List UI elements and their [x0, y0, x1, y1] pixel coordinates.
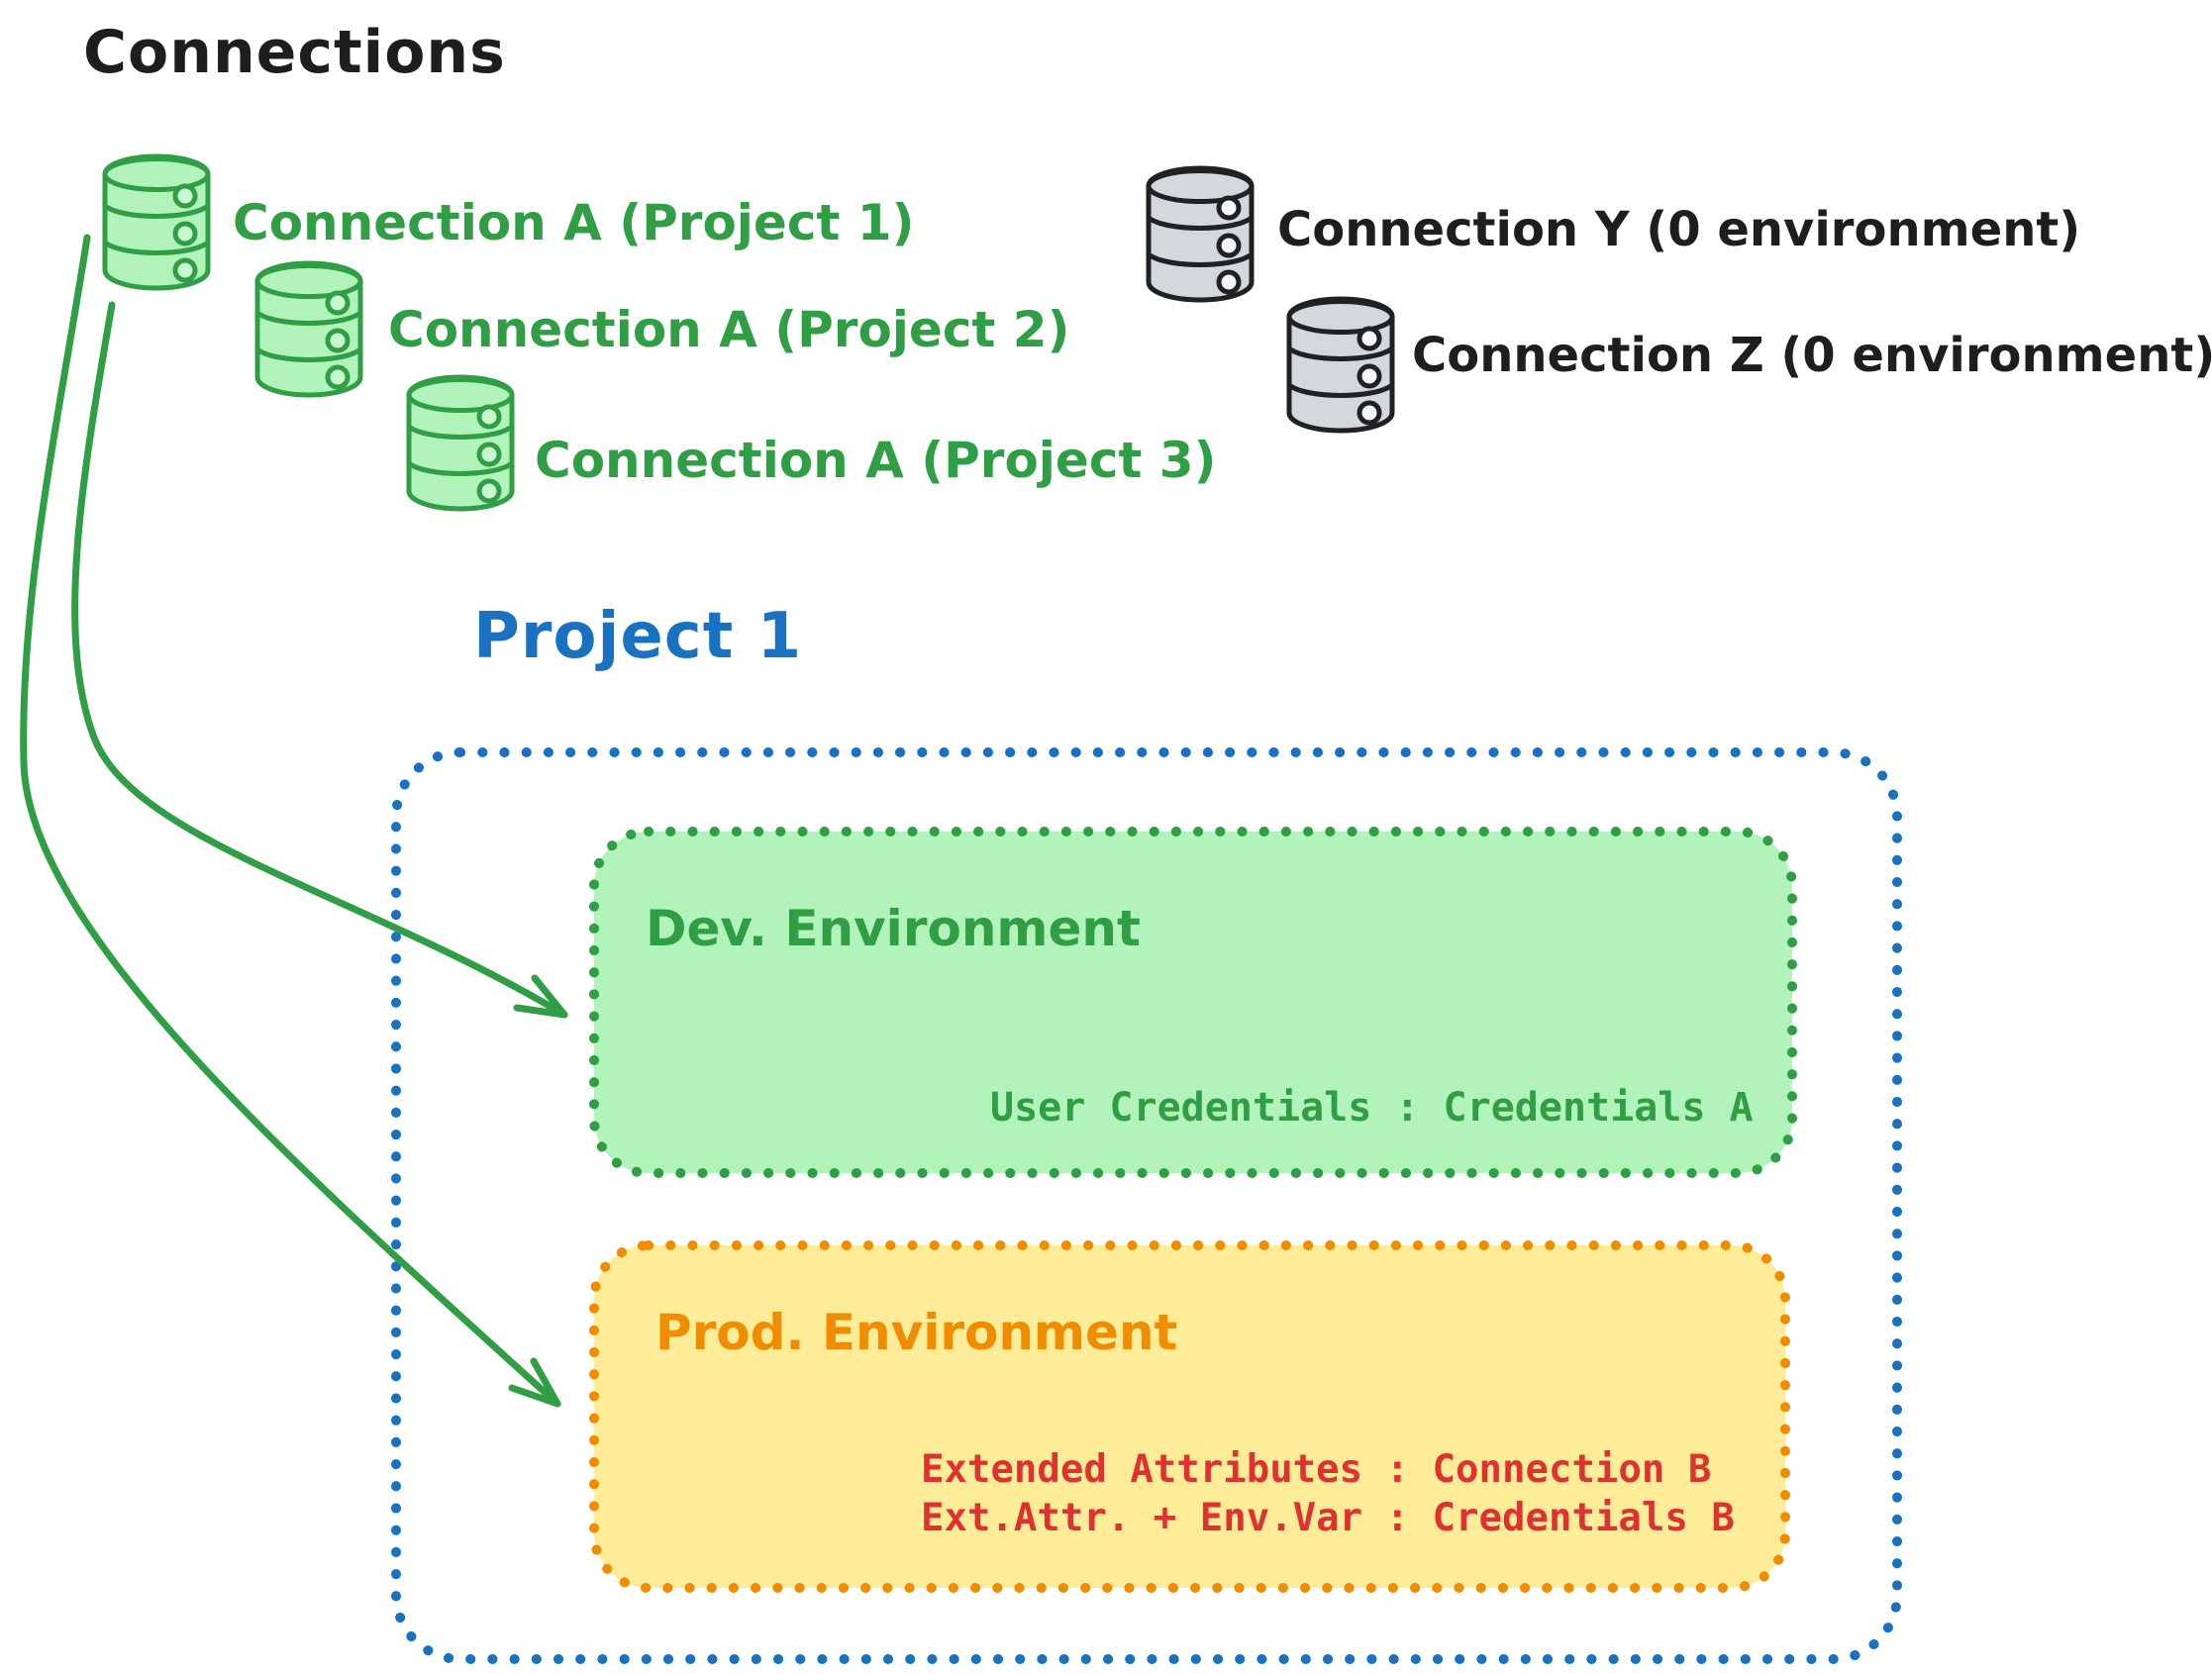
project-1-title: Project 1 — [473, 600, 803, 673]
dev-user-credentials-mapping: User Credentials : Credentials A — [990, 1085, 1754, 1131]
dev-environment-box — [589, 827, 1797, 1178]
connection-z-label: Connection Z (0 environment) — [1412, 328, 2212, 383]
arrow-to-dev-environment — [71, 301, 568, 1019]
connection-a-project-2-label: Connection A (Project 2) — [388, 301, 1070, 358]
connection-a-project-1-label: Connection A (Project 1) — [233, 194, 915, 251]
prod-environment-box — [589, 1240, 1790, 1593]
connection-y-label: Connection Y (0 environment) — [1277, 202, 2081, 257]
prod-env-var-mapping: Ext.Attr. + Env.Var : Credentials B — [921, 1496, 1735, 1540]
project-1-box — [391, 747, 1902, 1664]
connections-title: Connections — [83, 18, 506, 87]
dev-environment-title: Dev. Environment — [646, 900, 1141, 957]
prod-environment-title: Prod. Environment — [655, 1304, 1178, 1361]
database-icon-connection-a-project-2 — [257, 263, 360, 395]
database-icon-connection-y — [1149, 168, 1252, 300]
arrow-to-prod-environment — [20, 234, 561, 1408]
connection-a-project-3-label: Connection A (Project 3) — [535, 432, 1217, 489]
prod-extended-attributes-mapping: Extended Attributes : Connection B — [921, 1447, 1712, 1492]
database-icon-connection-a-project-1 — [105, 156, 208, 288]
database-icon-connection-z — [1289, 299, 1392, 431]
database-icon-connection-a-project-3 — [409, 377, 512, 509]
